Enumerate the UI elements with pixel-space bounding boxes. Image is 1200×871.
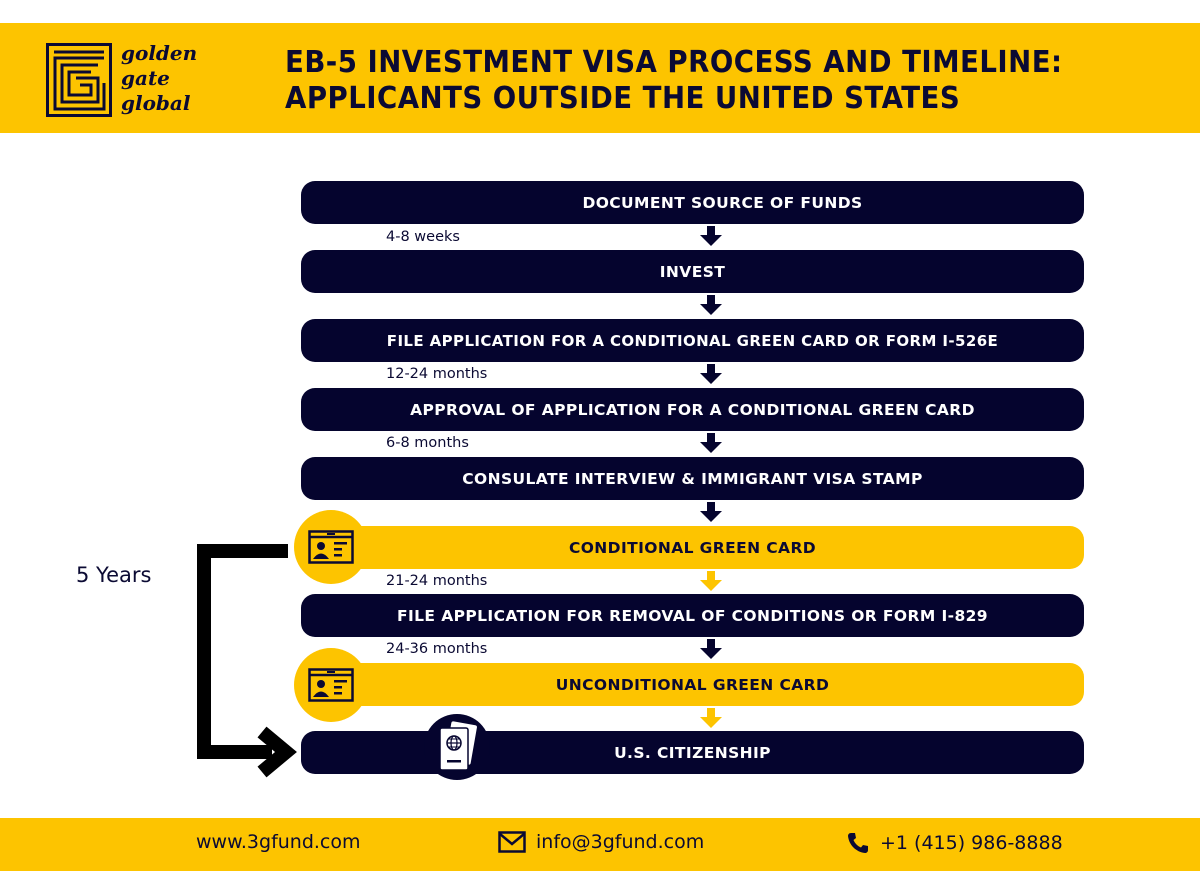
duration-label: 24-36 months [386, 641, 488, 657]
step-label: Conditional Green Card [568, 538, 817, 557]
id-card-circle [294, 510, 368, 584]
phone-icon [848, 833, 868, 853]
step-invest: Invest [301, 250, 1084, 293]
step-label: U.S. Citizenship [614, 743, 771, 762]
step-document-source-of-funds: Document Source of Funds [301, 181, 1084, 224]
arrow-down-icon [700, 364, 722, 384]
duration-label: 6-8 months [386, 435, 469, 451]
arrow-down-icon [700, 639, 722, 659]
footer-bar: www.3gfund.com info@3gfund.com +1 (415) … [0, 818, 1200, 871]
golden-gate-global-logo-icon [46, 43, 112, 117]
id-card-circle [294, 648, 368, 722]
step-approval-conditional-green-card: Approval of Application for a Conditiona… [301, 388, 1084, 431]
id-card-icon [308, 668, 354, 702]
step-label: Document Source of Funds [582, 193, 863, 212]
step-us-citizenship: U.S. Citizenship [301, 731, 1084, 774]
duration-label: 4-8 weeks [386, 229, 460, 245]
phone-link[interactable]: +1 (415) 986-8888 [880, 832, 1063, 854]
duration-label: 21-24 months [386, 573, 488, 589]
envelope-icon [498, 831, 526, 853]
footer-phone[interactable]: +1 (415) 986-8888 [846, 831, 1063, 855]
footer-website[interactable]: www.3gfund.com [196, 831, 361, 853]
logo-line-2: gate [121, 66, 170, 90]
step-label: Invest [659, 262, 726, 281]
logo-line-3: global [121, 91, 191, 115]
passport-icon [439, 721, 477, 771]
footer-email[interactable]: info@3gfund.com [498, 831, 704, 853]
logo-line-1: golden [121, 41, 198, 65]
step-file-i829: File Application for Removal of Conditio… [301, 594, 1084, 637]
email-link[interactable]: info@3gfund.com [536, 831, 705, 853]
duration-label: 12-24 months [386, 366, 488, 382]
arrow-down-icon [700, 433, 722, 453]
arrow-down-icon [700, 226, 722, 246]
website-link[interactable]: www.3gfund.com [196, 831, 361, 853]
arrow-down-icon [700, 708, 722, 728]
arrow-down-icon [700, 502, 722, 522]
logo-wordmark: golden gate global [121, 41, 197, 116]
step-label: Approval of Application for a Conditiona… [410, 400, 975, 419]
arrow-down-icon [700, 295, 722, 315]
arrow-down-icon [700, 571, 722, 591]
id-card-icon [308, 530, 354, 564]
title-line-2: Applicants Outside the United States [285, 81, 961, 116]
five-years-bracket-arrow-icon [197, 544, 297, 778]
step-label: File Application for Removal of Conditio… [397, 606, 988, 625]
step-file-i526e: File Application for a Conditional Green… [301, 319, 1084, 362]
step-label: File Application for a Conditional Green… [386, 331, 999, 350]
step-label: Consulate Interview & Immigrant Visa Sta… [462, 469, 923, 488]
page-title: EB-5 Investment Visa Process and Timelin… [285, 45, 1165, 117]
step-consulate-interview: Consulate Interview & Immigrant Visa Sta… [301, 457, 1084, 500]
step-conditional-green-card: Conditional Green Card [301, 526, 1084, 569]
header-banner: golden gate global EB-5 Investment Visa … [0, 23, 1200, 133]
passport-circle [424, 714, 490, 780]
five-years-label: 5 Years [76, 563, 152, 587]
step-unconditional-green-card: Unconditional Green Card [301, 663, 1084, 706]
title-line-1: EB-5 Investment Visa Process and Timelin… [285, 45, 1063, 80]
step-label: Unconditional Green Card [555, 675, 830, 694]
